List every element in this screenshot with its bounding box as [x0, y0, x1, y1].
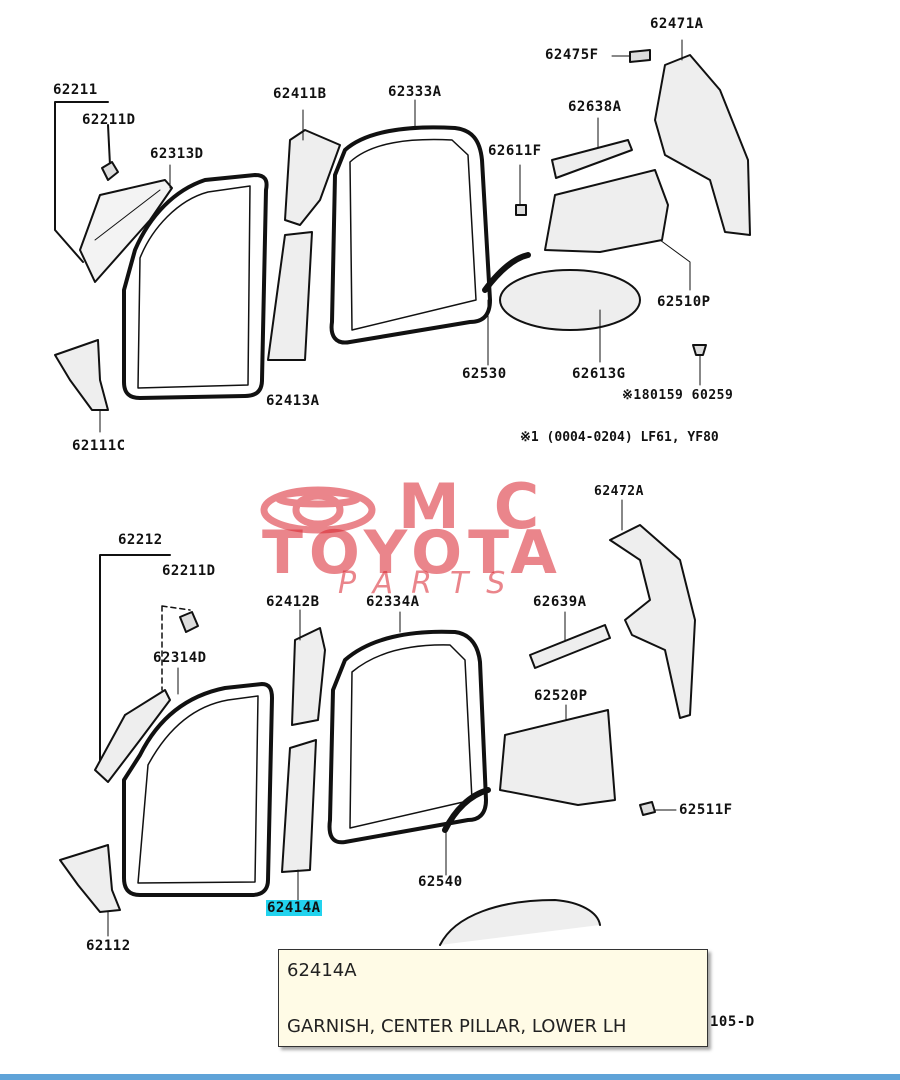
part-label[interactable]: 62211D — [162, 563, 216, 579]
part-62413a — [267, 231, 313, 361]
part-62333a — [329, 125, 492, 345]
part-label[interactable]: 62638A — [568, 99, 622, 115]
part-label[interactable]: 62520P — [534, 688, 588, 704]
leader-line — [99, 554, 171, 761]
applicability-note: ※1 (0004-0204) LF61, YF80 — [520, 430, 719, 445]
part-wheelhouse-b — [439, 899, 601, 946]
part-label[interactable]: 62111C — [72, 438, 126, 454]
part-label[interactable]: 62212 — [118, 532, 163, 548]
part-62211d-b — [179, 611, 199, 633]
part-label[interactable]: 62314D — [153, 650, 207, 666]
part-label[interactable]: 62112 — [86, 938, 131, 954]
part-62111c — [54, 339, 109, 411]
toyota-logo — [260, 486, 376, 534]
part-label[interactable]: ※180159 60259 — [622, 388, 734, 403]
part-label[interactable]: 62411B — [273, 86, 327, 102]
window-bottom-edge — [0, 1074, 900, 1080]
part-label[interactable]: 62613G — [572, 366, 626, 382]
part-62520p — [499, 709, 616, 806]
part-62412b — [291, 627, 326, 726]
part-62639a — [529, 624, 611, 669]
part-62611f — [515, 204, 527, 216]
part-label[interactable]: 62333A — [388, 84, 442, 100]
part-label[interactable]: 62639A — [533, 594, 587, 610]
part-62414a — [281, 739, 317, 873]
part-label[interactable]: 62510P — [657, 294, 711, 310]
part-62475f — [629, 49, 651, 63]
diagram-suffix: 105-D — [710, 1014, 755, 1030]
part-label[interactable]: 62511F — [679, 802, 733, 818]
part-62472a — [609, 524, 696, 719]
part-label-selected[interactable]: 62414A — [266, 900, 322, 916]
part-62540 — [442, 787, 491, 833]
part-label[interactable]: 62611F — [488, 143, 542, 159]
part-62411b — [284, 129, 341, 226]
part-62530 — [482, 252, 531, 293]
part-62613g — [499, 269, 641, 331]
part-label[interactable]: 62334A — [366, 594, 420, 610]
part-label[interactable]: 62413A — [266, 393, 320, 409]
part-62334a — [327, 629, 488, 845]
part-label[interactable]: 62530 — [462, 366, 507, 382]
part-62510p — [544, 169, 669, 253]
part-90159 — [692, 344, 707, 356]
part-label[interactable]: 62472A — [594, 484, 644, 499]
part-label[interactable]: 62475F — [545, 47, 599, 63]
tooltip-part-code: 62414A — [287, 960, 357, 981]
part-label[interactable]: 62313D — [150, 146, 204, 162]
part-62511f — [639, 801, 656, 816]
part-62314d — [122, 682, 274, 897]
part-label[interactable]: 62471A — [650, 16, 704, 32]
part-label[interactable]: 62412B — [266, 594, 320, 610]
part-62112 — [59, 844, 121, 913]
part-62211 — [79, 179, 173, 283]
part-label[interactable]: 62211 — [53, 82, 98, 98]
part-tooltip: 62414A GARNISH, CENTER PILLAR, LOWER LH — [278, 949, 708, 1047]
part-62211d — [101, 161, 119, 181]
part-label[interactable]: 62211D — [82, 112, 136, 128]
part-62212 — [94, 689, 171, 783]
tooltip-part-description: GARNISH, CENTER PILLAR, LOWER LH — [287, 1016, 627, 1037]
leader-line — [54, 101, 109, 263]
part-62471a — [654, 54, 751, 236]
part-62638a — [551, 139, 633, 179]
part-label[interactable]: 62540 — [418, 874, 463, 890]
part-62313d — [122, 173, 269, 400]
leader-line — [107, 124, 111, 166]
